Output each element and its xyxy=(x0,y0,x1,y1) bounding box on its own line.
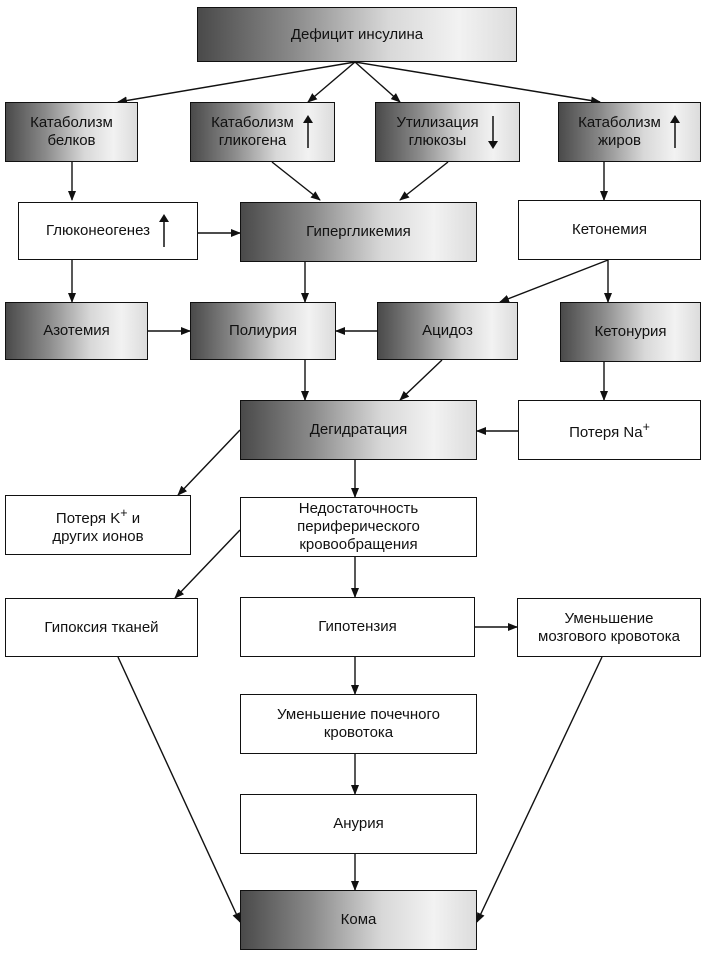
node-protein-catabolism: Катаболизм белков xyxy=(5,102,138,162)
arrow-glycogen-to-hyperglycemia xyxy=(271,161,321,201)
node-label: Глюконеогенез xyxy=(46,222,150,239)
up-arrow-icon xyxy=(302,115,314,149)
node-label: Уменьшение мозгового кровотока xyxy=(538,609,680,645)
arrow-glucose-to-hyperglycemia xyxy=(399,161,449,201)
node-anuria: Анурия xyxy=(240,794,477,854)
node-glucose-utilization: Утилизация глюкозы xyxy=(375,102,520,162)
node-polyuria: Полиурия xyxy=(190,302,336,360)
node-circulatory-failure: Недостаточность периферического кровообр… xyxy=(240,497,477,557)
node-fat-catabolism: Катаболизм жиров xyxy=(558,102,701,162)
node-label-tail: и других ионов xyxy=(52,510,144,545)
node-label: Кетонемия xyxy=(571,221,648,238)
arrow-deficit-to-protein xyxy=(117,61,356,105)
node-label: Дефицит инсулина xyxy=(290,25,424,43)
node-acidosis: Ацидоз xyxy=(377,302,518,360)
node-label: Гипоксия тканей xyxy=(44,618,159,636)
arrow-deficit-to-fat xyxy=(354,61,601,105)
arrow-circulatory-to-hypoxia xyxy=(174,529,241,599)
node-dehydration: Дегидратация xyxy=(240,400,477,460)
node-glycogen-catabolism: Катаболизм гликогена xyxy=(190,102,335,162)
node-label-sup: + xyxy=(642,420,650,434)
up-arrow-icon xyxy=(158,214,170,248)
node-label: Полиурия xyxy=(228,322,298,339)
node-label: Ацидоз xyxy=(422,322,473,339)
arrow-hypoxia-to-coma xyxy=(117,656,241,923)
node-label: Азотемия xyxy=(43,322,110,339)
node-label: Кома xyxy=(340,911,377,928)
node-azotemia: Азотемия xyxy=(5,302,148,360)
up-arrow-icon xyxy=(669,115,681,149)
down-arrow-icon xyxy=(487,115,499,149)
arrow-ketonemia-to-acidosis xyxy=(499,259,609,303)
node-label: Гипергликемия xyxy=(306,223,411,240)
node-cerebral-flow-decrease: Уменьшение мозгового кровотока xyxy=(517,598,701,657)
arrow-acidosis-to-dehydration xyxy=(399,359,443,401)
node-label: Катаболизм жиров xyxy=(578,114,661,149)
node-label: Потеря K+ и других ионов xyxy=(52,504,143,546)
node-label: Недостаточность периферического кровообр… xyxy=(297,500,420,553)
node-ketonuria: Кетонурия xyxy=(560,302,701,362)
node-tissue-hypoxia: Гипоксия тканей xyxy=(5,598,198,657)
arrow-dehydration-to-potassium-loss xyxy=(177,429,241,496)
node-sodium-loss: Потеря Na+ xyxy=(518,400,701,460)
node-hyperglycemia: Гипергликемия xyxy=(240,202,477,262)
arrow-deficit-to-glycogen xyxy=(307,61,356,103)
node-ketonemia: Кетонемия xyxy=(518,200,701,260)
node-renal-flow-decrease: Уменьшение почечного кровотока xyxy=(240,694,477,754)
node-label-sup: + xyxy=(120,506,128,520)
node-gluconeogenesis: Глюконеогенез xyxy=(18,202,198,260)
node-label: Уменьшение почечного кровотока xyxy=(277,706,440,741)
arrow-deficit-to-glucose xyxy=(354,61,401,103)
node-label-main: Потеря K xyxy=(55,510,121,527)
node-label: Потеря Na+ xyxy=(569,418,650,442)
arrow-cerebral-to-coma xyxy=(476,656,603,923)
node-label: Катаболизм гликогена xyxy=(211,114,294,149)
node-label: Утилизация глюкозы xyxy=(396,114,479,149)
node-label: Кетонурия xyxy=(594,323,667,340)
node-insulin-deficit: Дефицит инсулина xyxy=(197,7,517,62)
node-hypotension: Гипотензия xyxy=(240,597,475,657)
node-potassium-loss: Потеря K+ и других ионов xyxy=(5,495,191,555)
node-label: Дегидратация xyxy=(309,421,408,438)
node-label: Гипотензия xyxy=(318,618,397,635)
node-coma: Кома xyxy=(240,890,477,950)
node-label-main: Потеря Na xyxy=(569,424,643,441)
node-label: Анурия xyxy=(333,815,384,832)
node-label: Катаболизм белков xyxy=(30,114,113,149)
